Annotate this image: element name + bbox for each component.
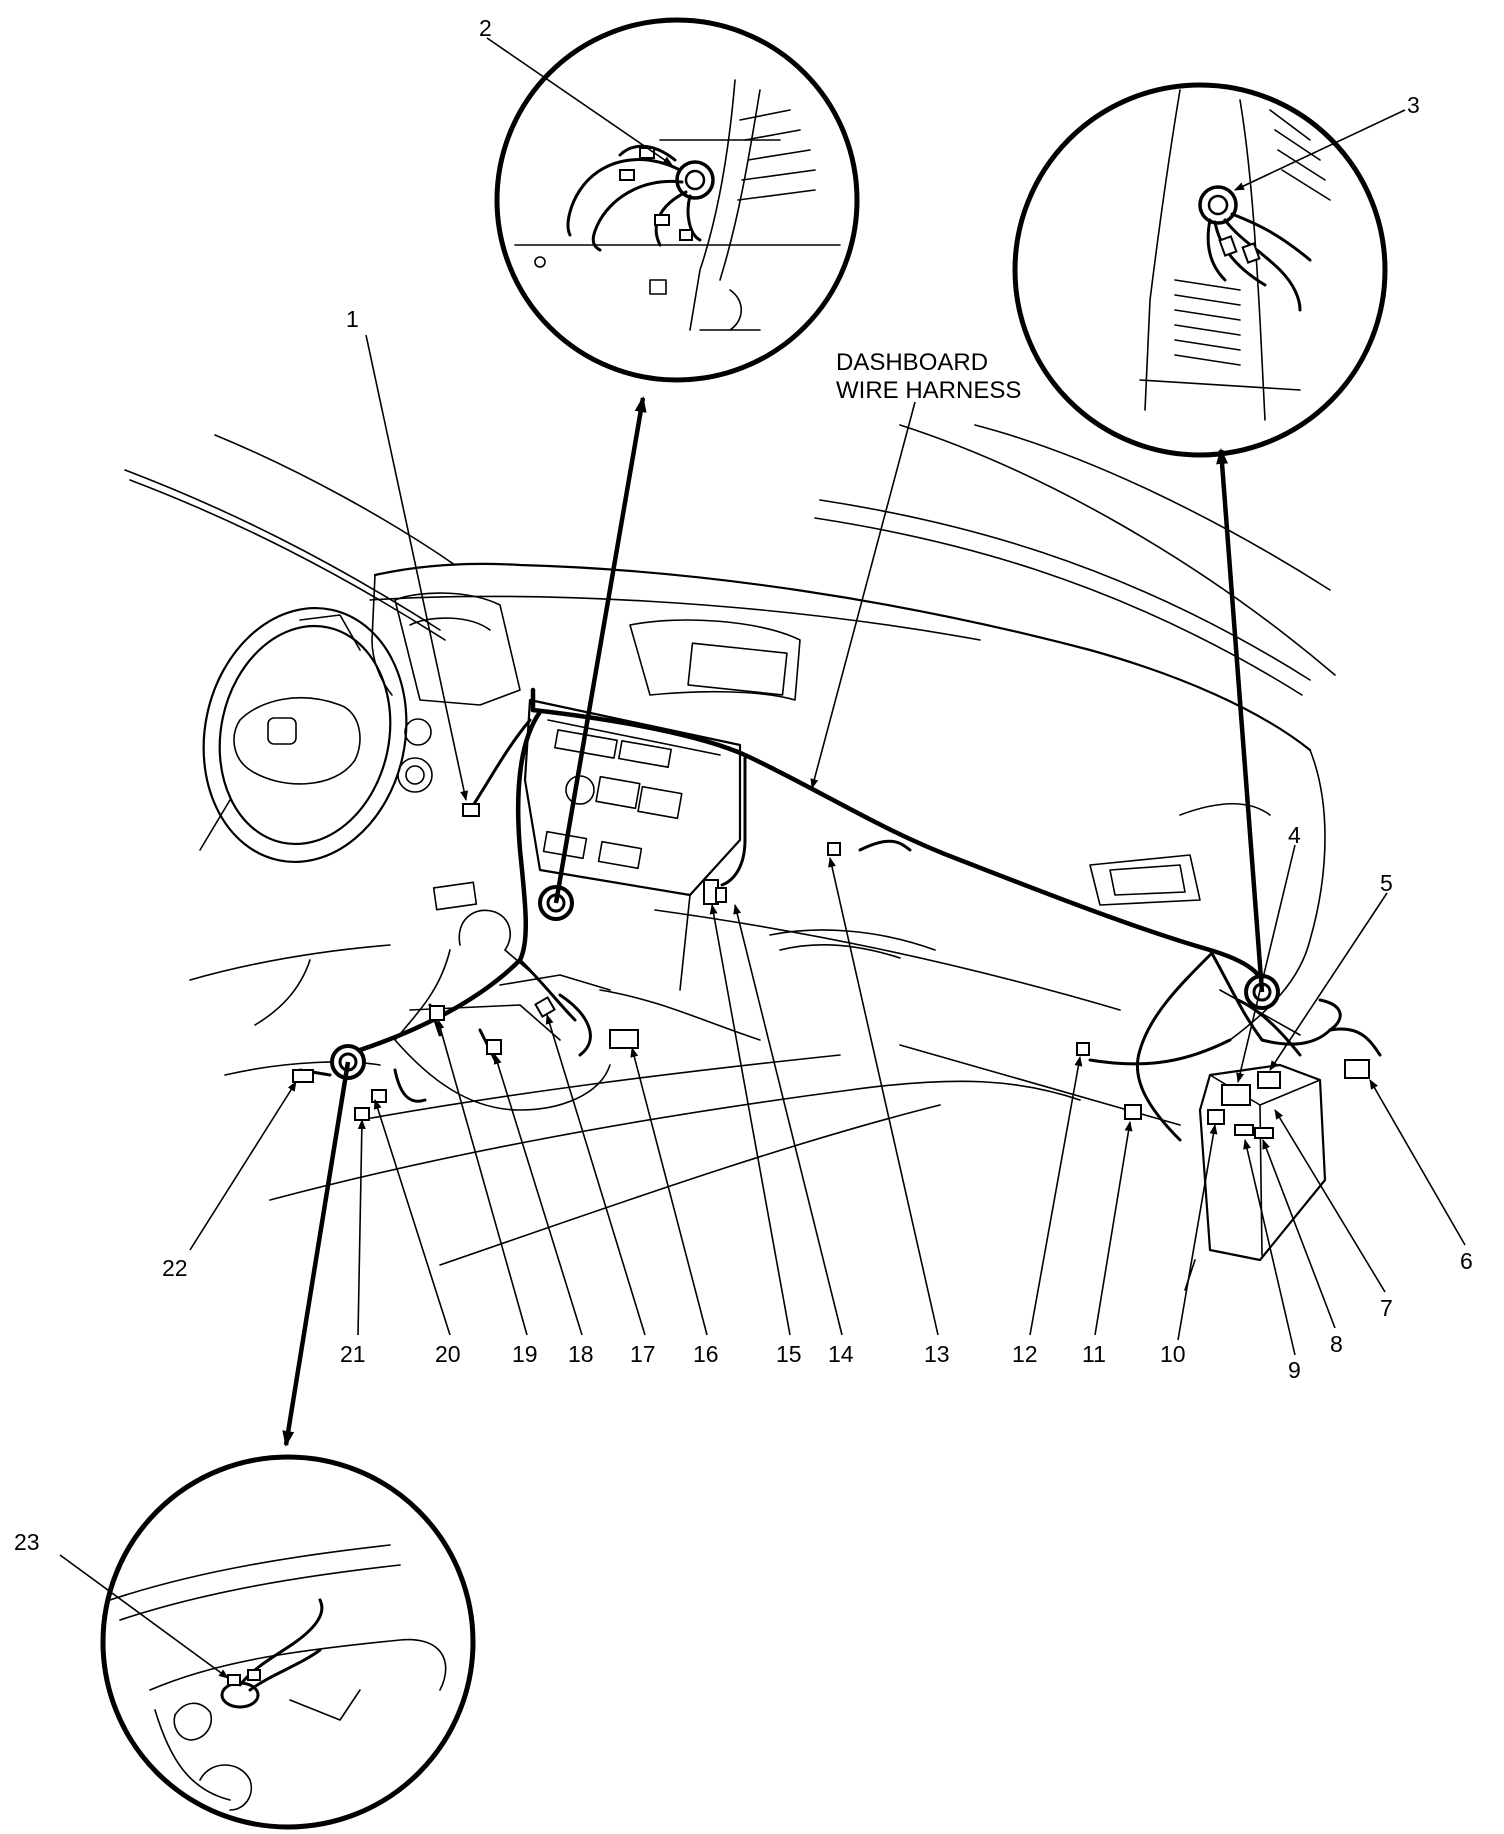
callout-8: 8 [1330,1331,1343,1357]
callout-3: 3 [1407,92,1420,118]
callout-6: 6 [1460,1248,1473,1274]
detail-view-2 [494,17,860,383]
callout-2: 2 [479,15,492,41]
callout-16: 16 [693,1341,719,1367]
detail-arrows [282,396,1265,1447]
callout-23: 23 [14,1529,40,1555]
callout-20: 20 [435,1341,461,1367]
harness-caption: DASHBOARD WIRE HARNESS [836,349,1021,404]
callout-1: 1 [346,306,359,332]
callout-13: 13 [924,1341,950,1367]
connectors [292,803,1370,1139]
leader-lines [59,37,1466,1679]
callout-19: 19 [512,1341,538,1367]
callout-21: 21 [340,1341,366,1367]
harness-caption-line-2: WIRE HARNESS [836,377,1021,404]
detail-view-23 [100,1454,476,1830]
callout-17: 17 [630,1341,656,1367]
callout-7: 7 [1380,1295,1393,1321]
callout-labels: 1 2 3 4 5 6 7 8 9 10 11 12 13 14 15 16 1… [14,15,1473,1555]
dashboard-drawing [124,424,1336,1291]
callout-14: 14 [828,1341,854,1367]
callout-18: 18 [568,1341,594,1367]
callout-4: 4 [1288,822,1301,848]
callout-11: 11 [1082,1341,1106,1367]
dashboard-wire-harness [298,687,1382,1142]
callout-22: 22 [162,1255,188,1281]
callout-9: 9 [1288,1357,1301,1383]
harness-caption-line-1: DASHBOARD [836,349,988,376]
callout-15: 15 [776,1341,802,1367]
callout-5: 5 [1380,870,1393,896]
callout-12: 12 [1012,1341,1038,1367]
callout-10: 10 [1160,1341,1186,1367]
detail-view-3 [1012,82,1388,458]
